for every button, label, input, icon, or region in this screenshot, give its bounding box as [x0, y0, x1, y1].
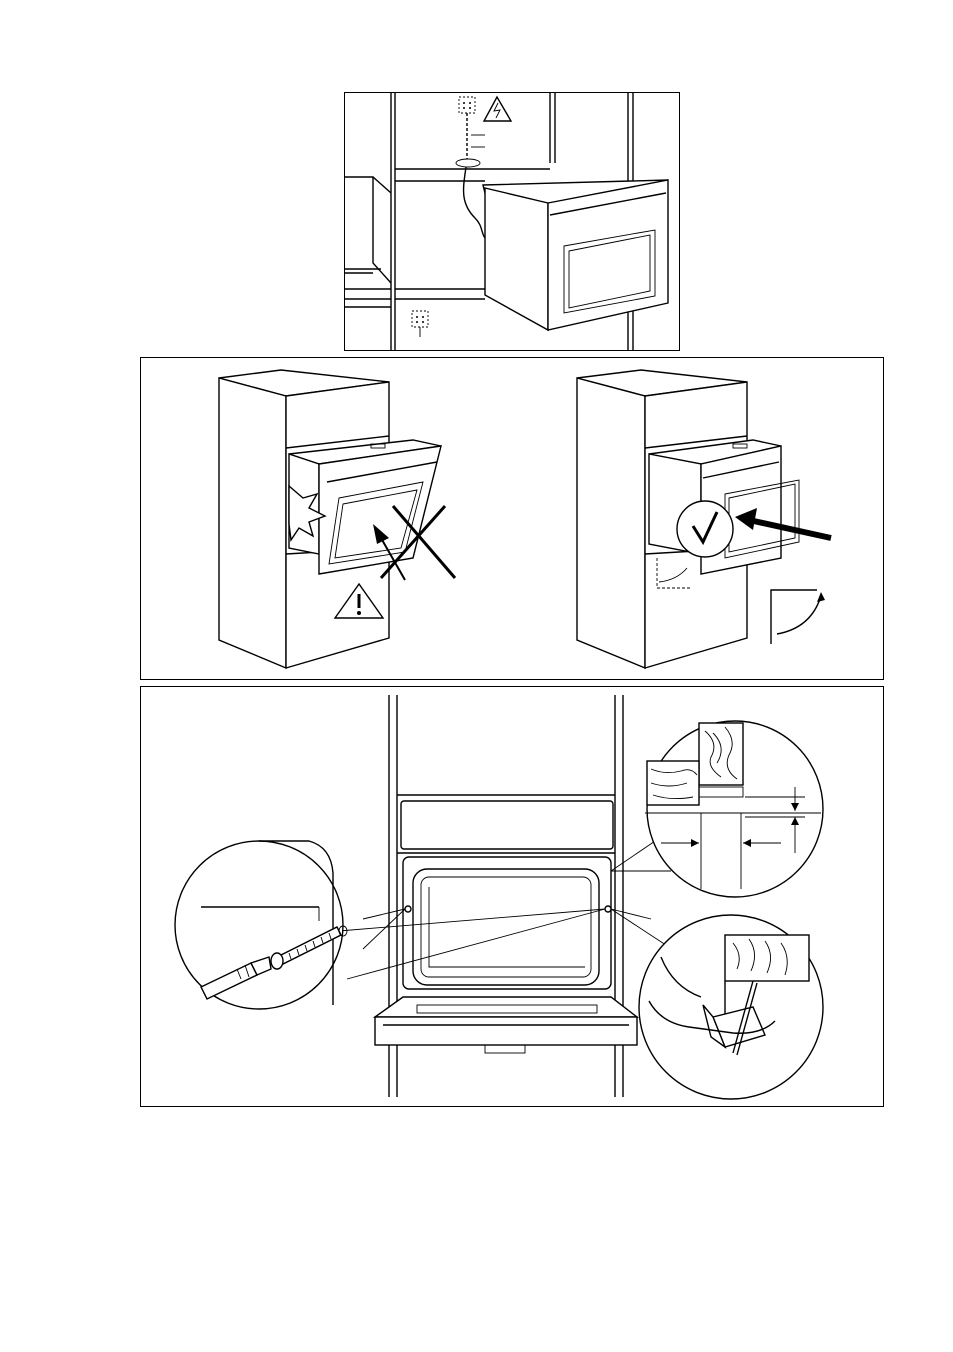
- electric-shock-warning-icon: [484, 97, 511, 121]
- detail-anchor: [639, 915, 823, 1099]
- figure-fixing-screws: [140, 686, 884, 1107]
- detail-gap: [645, 721, 823, 897]
- appliance-compact-oven: [483, 180, 668, 330]
- figure-electrical-connection: [344, 92, 680, 351]
- figure-insertion: [140, 357, 884, 680]
- junction-box-icon: [412, 311, 428, 337]
- detail-screw: [175, 841, 347, 1009]
- appliance-front: [375, 857, 637, 1053]
- wood-grain-detail: [725, 935, 809, 981]
- junction-box-icon: [459, 97, 475, 113]
- check-mark-icon: [677, 501, 733, 557]
